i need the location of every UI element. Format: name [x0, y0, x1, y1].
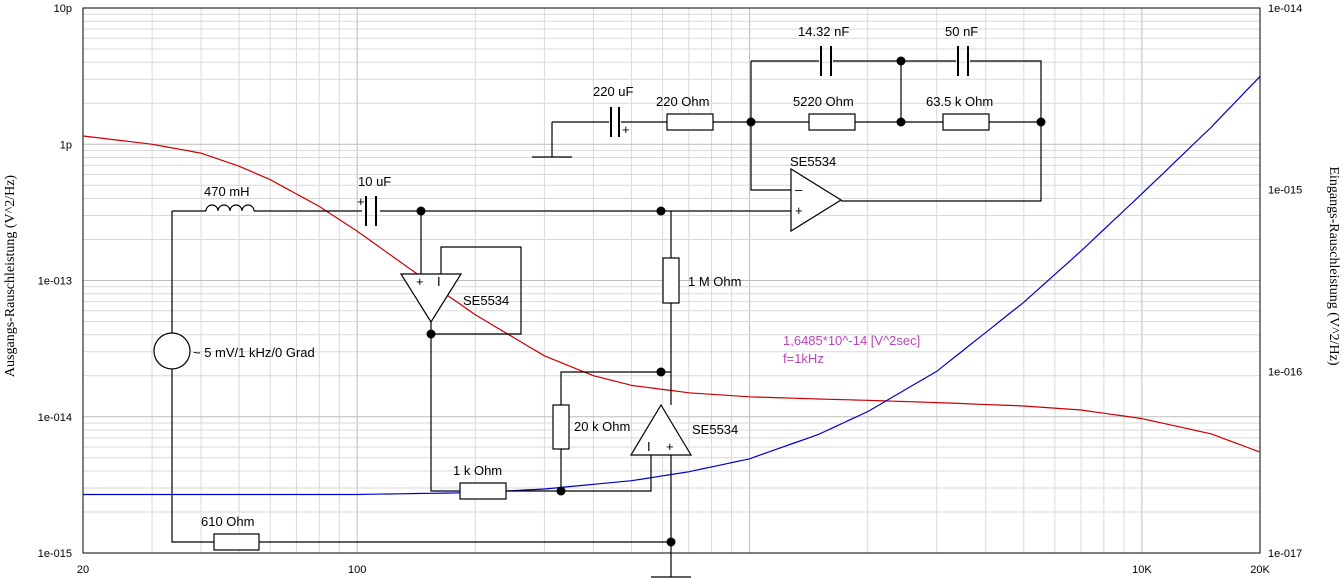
- y-left-tick-label: 1e-015: [38, 548, 72, 560]
- label-5220ohm: 5220 Ohm: [793, 94, 854, 109]
- opamp-top: – +: [790, 167, 843, 233]
- y-left-axis-label: Ausgangs-Rauschleistung (V^2/Hz): [3, 175, 18, 377]
- capacitor-50nf: [957, 46, 969, 76]
- label-opamp-top: SE5534: [790, 154, 836, 169]
- x-tick-label: 20: [77, 564, 89, 576]
- y-right-tick-label: 1e-015: [1268, 185, 1302, 197]
- y-right-axis-label: Eingangs-Rauschleistung (V^2/Hz): [1326, 166, 1341, 365]
- label-470mh: 470 mH: [204, 184, 250, 199]
- capacitor-220uf: +: [610, 107, 630, 137]
- label-opamp-left: SE5534: [463, 293, 509, 308]
- x-tick-label: 10K: [1132, 564, 1152, 576]
- y-left-tick-label: 10p: [54, 3, 72, 15]
- label-opamp-bottom: SE5534: [692, 422, 738, 437]
- svg-text:I: I: [647, 439, 651, 454]
- label-1k: 1 k Ohm: [453, 463, 502, 478]
- svg-text:+: +: [622, 122, 630, 137]
- opamp-bottom: I +: [629, 403, 693, 456]
- circuit-schematic: + – + + + I I +: [153, 24, 1046, 578]
- junction-dots: [416, 56, 1046, 547]
- svg-text:I: I: [437, 274, 441, 289]
- inductor-470mh: [205, 204, 255, 212]
- label-220ohm: 220 Ohm: [656, 94, 709, 109]
- resistor-220: [666, 113, 714, 131]
- voltage-source: [153, 332, 191, 370]
- resistor-610: [213, 533, 260, 551]
- x-tick-label: 20K: [1250, 564, 1270, 576]
- label-220uf: 220 uF: [593, 84, 634, 99]
- svg-text:+: +: [795, 203, 803, 218]
- resistor-5220: [808, 113, 856, 131]
- svg-text:+: +: [666, 439, 674, 454]
- resistor-1k: [459, 482, 507, 500]
- label-20k: 20 k Ohm: [574, 419, 630, 434]
- label-610: 610 Ohm: [201, 514, 254, 529]
- annotation-frequency: f=1kHz: [783, 351, 824, 366]
- x-tick-label: 100: [348, 564, 366, 576]
- y-left-tick-label: 1p: [60, 139, 72, 151]
- resistor-63k: [942, 113, 990, 131]
- y-left-tick-label: 1e-013: [38, 276, 72, 288]
- svg-text:–: –: [795, 182, 803, 197]
- opamp-left: + I: [399, 273, 463, 324]
- tick-labels: 20 100 10K 20K 10p 1p 1e-013 1e-014 1e-015 1e-014…: [38, 3, 1303, 576]
- label-1m: 1 M Ohm: [688, 274, 741, 289]
- annotation-value: 1,6485*10^-14 [V^2sec]: [783, 333, 920, 348]
- label-source: ~ 5 mV/1 kHz/0 Grad: [193, 345, 315, 360]
- grid: [82, 8, 1261, 554]
- resistor-1m: [662, 257, 680, 304]
- resistor-20k: [552, 404, 570, 450]
- y-right-tick-label: 1e-014: [1268, 3, 1302, 15]
- capacitor-10uf: +: [357, 194, 377, 226]
- series-input-noise: [83, 75, 1261, 496]
- y-left-tick-label: 1e-014: [38, 412, 72, 424]
- label-63k: 63.5 k Ohm: [926, 94, 993, 109]
- y-right-tick-label: 1e-017: [1268, 548, 1302, 560]
- svg-text:+: +: [416, 274, 424, 289]
- label-14nf: 14.32 nF: [798, 24, 849, 39]
- series-output-noise: [82, 135, 1261, 453]
- series-lines: [82, 75, 1261, 496]
- y-right-tick-label: 1e-016: [1268, 366, 1302, 378]
- svg-text:+: +: [357, 194, 365, 209]
- label-10uf: 10 uF: [358, 174, 391, 189]
- capacitor-14nf: [820, 46, 832, 76]
- label-50nf: 50 nF: [945, 24, 978, 39]
